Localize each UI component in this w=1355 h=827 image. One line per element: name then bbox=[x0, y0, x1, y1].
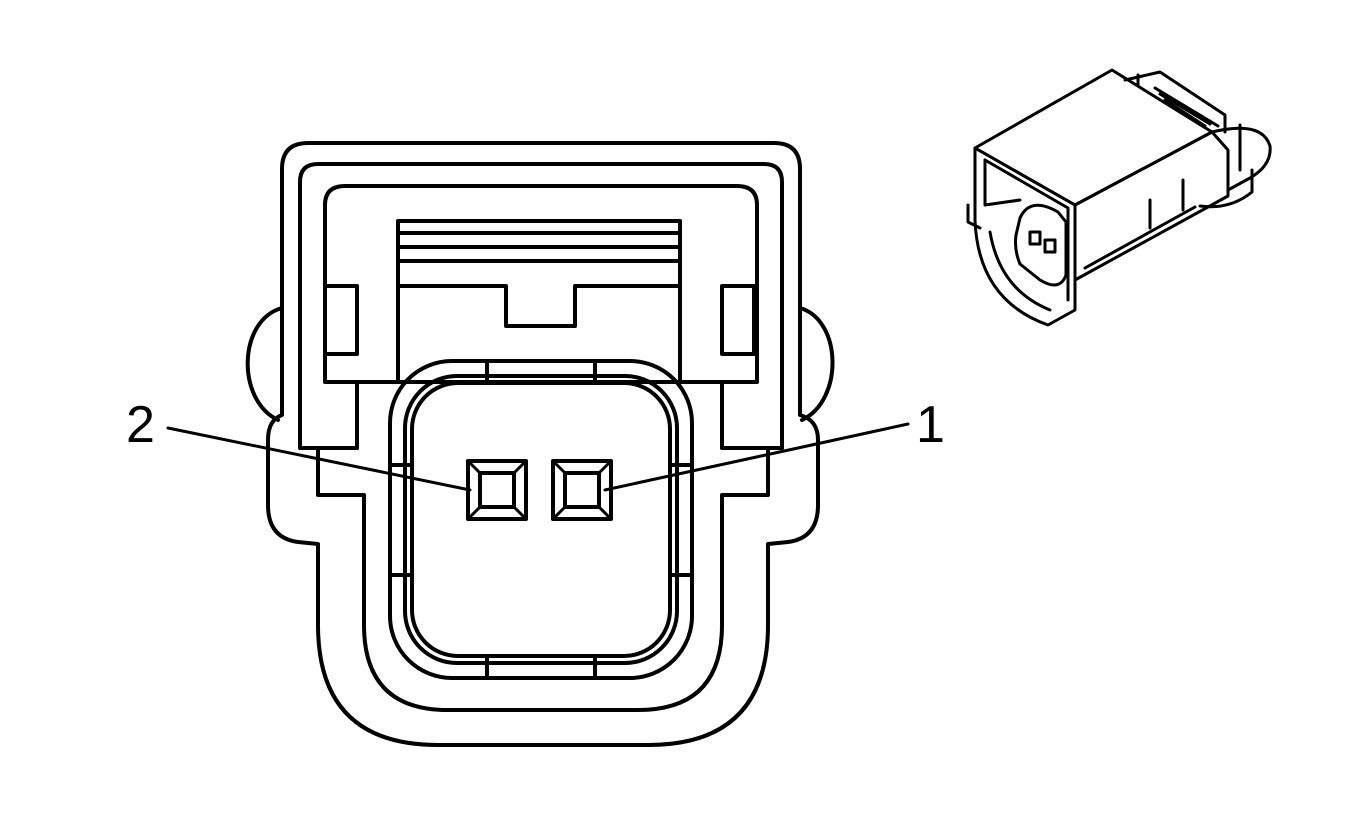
left-ear bbox=[245, 306, 284, 422]
left-window bbox=[323, 284, 359, 356]
cavity-outer-ring bbox=[388, 359, 694, 680]
latch-block bbox=[323, 184, 759, 384]
cavity-inner-ring bbox=[403, 374, 679, 665]
connector-face: 2 1 bbox=[126, 141, 945, 747]
pin-1-label: 1 bbox=[916, 396, 945, 454]
right-ear bbox=[798, 306, 835, 422]
pin-1-leader bbox=[603, 422, 910, 492]
inner-housing bbox=[298, 162, 784, 712]
pin-2-leader bbox=[166, 426, 472, 492]
pin-2-terminal bbox=[466, 459, 528, 521]
latch-tab bbox=[396, 284, 682, 328]
pin-1-terminal bbox=[551, 459, 613, 521]
right-window bbox=[720, 284, 756, 356]
connector-isometric-view bbox=[966, 68, 1272, 327]
outer-housing bbox=[266, 141, 820, 747]
cavity-core bbox=[410, 381, 672, 658]
pin-2-label: 2 bbox=[126, 396, 155, 454]
latch-slot bbox=[396, 219, 682, 384]
